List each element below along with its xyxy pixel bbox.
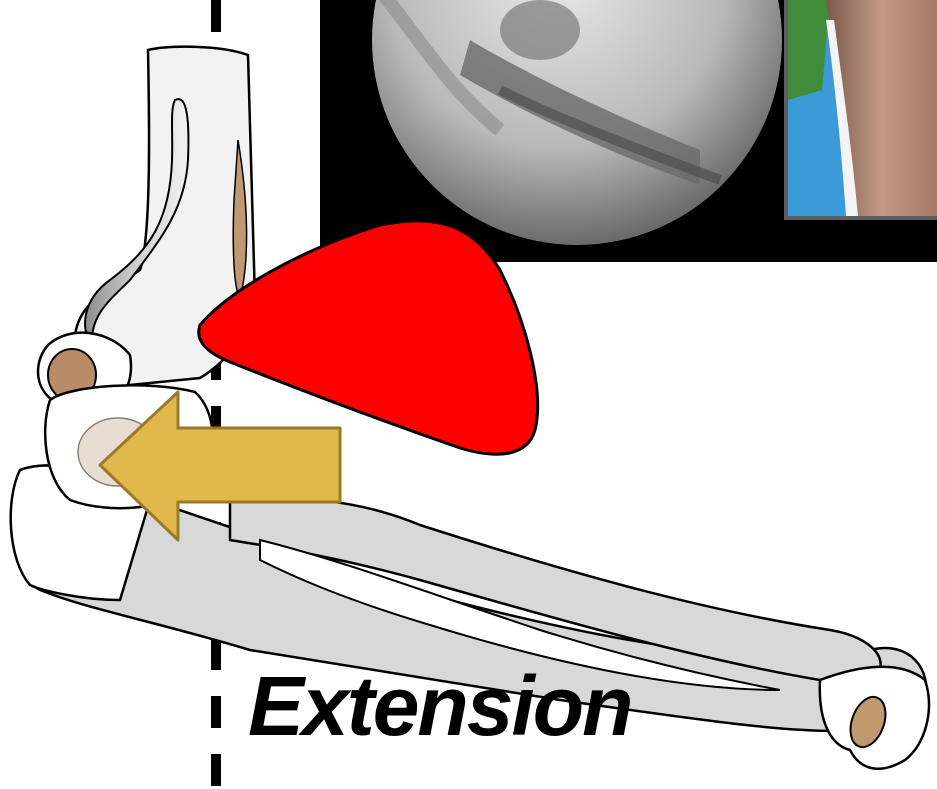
- clinical-photo: [784, 0, 937, 220]
- caption-extension: Extension: [248, 664, 631, 748]
